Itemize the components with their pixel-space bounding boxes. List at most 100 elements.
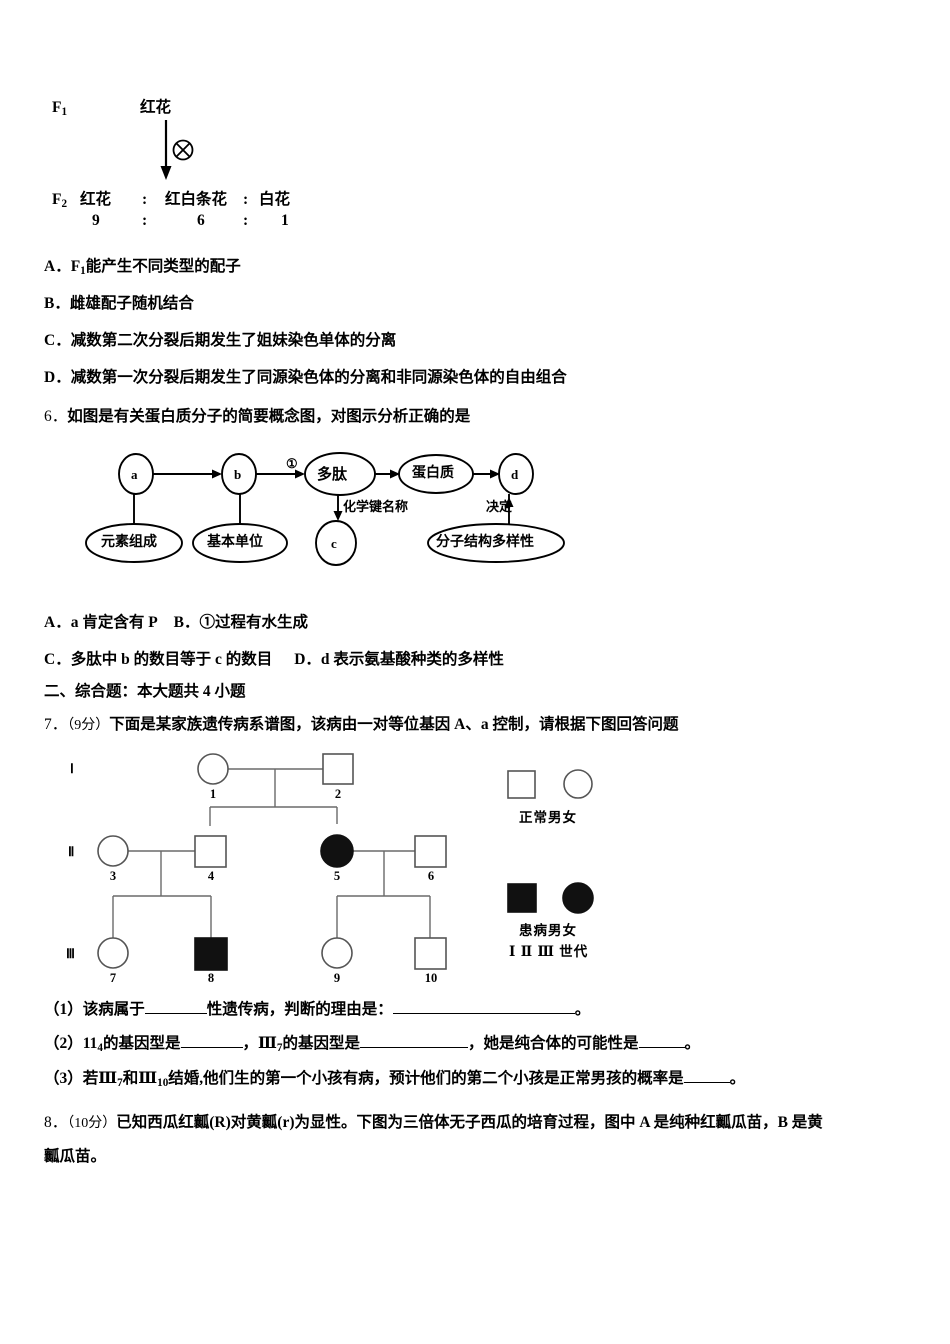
f2-ratio-red: 9: [92, 212, 100, 229]
concept-edge-label-step1: ①: [286, 456, 298, 471]
q7-sub-2-text-3: 的基因型是: [282, 1035, 360, 1052]
f1-f2-cross-diagram: [160, 120, 194, 180]
q7-stem-text: 下面是某家族遗传病系谱图，该病由一对等位基因 A、a 控制，请根据下图回答问题: [109, 716, 679, 733]
q7-sub-2-blank-1[interactable]: [180, 1047, 243, 1048]
section-2-heading: 二、综合题：本大题共 4 小题: [44, 683, 246, 700]
concept-arrow-peptide-to-c: [333, 511, 343, 521]
q6-stem: 6．如图是有关蛋白质分子的简要概念图，对图示分析正确的是: [44, 404, 470, 426]
q5-option-c-letter: C．: [44, 332, 71, 349]
ped-individual-3-female-normal: [97, 835, 129, 867]
q7-sub-1-blank-2[interactable]: [392, 1013, 575, 1014]
q5-option-b-text: 雌雄配子随机结合: [69, 295, 194, 312]
legend-normal-caption: 正常男女: [519, 810, 577, 825]
ped-generation-label-1: Ⅰ: [70, 761, 74, 776]
q7-sub-2-label: （2）: [44, 1035, 83, 1052]
q6-option-c-text: 多肽中 b 的数目等于 c 的数目: [70, 651, 273, 668]
f2-separator-2: :: [243, 191, 249, 208]
ped-number-1: 1: [209, 787, 217, 801]
q7-sub-3[interactable]: （3）若Ⅲ7和Ⅲ10结婚,他们生的第一个小孩有病，预计他们的第二个小孩是正常男孩…: [44, 1069, 745, 1091]
self-cross-circle: [172, 139, 194, 161]
ped-number-8: 8: [207, 971, 215, 985]
q5-option-b-letter: B．: [44, 295, 70, 312]
q8-line-1-text: 已知西瓜红瓤(R)对黄瓤(r)为显性。下图为三倍体无子西瓜的培育过程，图中 A …: [116, 1114, 823, 1131]
concept-node-basic-unit-label: 基本单位: [207, 535, 263, 550]
q5-option-d-text: 减数第一次分裂后期发生了同源染色体的分离和非同源染色体的自由组合: [70, 369, 567, 386]
q7-sub-2[interactable]: （2）114的基因型是，Ⅲ7的基因型是，她是纯合体的可能性是。: [44, 1034, 700, 1056]
concept-node-d-label: d: [511, 467, 519, 482]
legend-affected-male-square: [507, 883, 537, 913]
q6-stem-text: 如图是有关蛋白质分子的简要概念图，对图示分析正确的是: [67, 408, 471, 425]
q7-sub-2-period: 。: [684, 1035, 701, 1052]
f2-separator-1: :: [142, 191, 148, 208]
f2-phenotype-striped: 红白条花: [165, 191, 228, 208]
q7-sub-3-blank[interactable]: [683, 1082, 730, 1083]
f2-ratio-striped: 6: [197, 212, 205, 229]
q7-sub-1-blank-1[interactable]: [144, 1013, 207, 1014]
q5-option-a[interactable]: A．F1能产生不同类型的配子: [44, 257, 241, 279]
q5-option-d-letter: D．: [44, 369, 71, 386]
q5-option-c[interactable]: C．减数第二次分裂后期发生了姐妹染色单体的分离: [44, 331, 396, 352]
q7-sub-2-blank-3[interactable]: [638, 1047, 685, 1048]
cross-arrow-head: [160, 166, 172, 180]
q7-sub-1-text-1: 该病属于: [82, 1001, 145, 1018]
q7-sub-2-text-1: 的基因型是: [103, 1035, 181, 1052]
ped-individual-2-male-normal: [322, 753, 354, 785]
f2-phenotype-white: 白花: [259, 191, 291, 208]
concept-node-b-label: b: [234, 467, 242, 482]
q6-option-a-text: a 肯定含有 P: [70, 614, 158, 631]
q6-option-b-letter: B．: [173, 614, 200, 631]
concept-edge-label-determine: 决定: [486, 499, 513, 514]
q8-points: （10分）: [67, 1116, 117, 1131]
q7-sub-1-label: （1）: [44, 1001, 83, 1018]
q5-option-b[interactable]: B．雌雄配子随机结合: [44, 294, 194, 315]
q7-sub-1[interactable]: （1）该病属于性遗传病，判断的理由是：。: [44, 1000, 590, 1021]
q5-option-a-letter: A．: [44, 258, 71, 275]
q7-sub-3-label: （3）: [44, 1070, 83, 1087]
q7-sub-3-period: 。: [729, 1070, 746, 1087]
q8-stem-line-2: 瓤瓜苗。: [44, 1148, 107, 1165]
ped-individual-8-male-affected: [194, 937, 228, 971]
q6-number: 6．: [44, 408, 68, 425]
ped-number-6: 6: [427, 869, 435, 883]
concept-node-diversity-label: 分子结构多样性: [436, 535, 534, 550]
q7-sub-3-sub-1: 7: [117, 1077, 123, 1090]
ped-generation-label-2: Ⅱ: [68, 844, 75, 859]
q7-sub-3-sub-2: 10: [157, 1077, 169, 1090]
q6-option-b-text: ①过程有水生成: [199, 614, 309, 631]
q5-option-a-text: 能产生不同类型的配子: [85, 258, 241, 275]
concept-arrow-protein-to-d: [490, 469, 500, 479]
f1-subscript: 1: [61, 106, 68, 119]
f2-generation-label: F2: [52, 190, 67, 212]
legend-generation-caption: Ⅰ Ⅱ Ⅲ 世代: [509, 944, 589, 959]
f1-letter: F: [52, 99, 62, 116]
ped-individual-7-female-normal: [97, 937, 129, 969]
q7-sub-2-id: 11: [82, 1035, 98, 1052]
f2-phenotype-red: 红花: [80, 191, 112, 208]
q7-points: （9分）: [67, 718, 110, 733]
concept-arrow-a-to-b: [212, 469, 222, 479]
concept-arrow-peptide-to-protein: [390, 469, 400, 479]
legend-affected-caption: 患病男女: [519, 923, 577, 938]
ped-individual-6-male-normal: [414, 835, 447, 868]
concept-node-c-label: c: [331, 536, 337, 551]
q5-option-d[interactable]: D．减数第一次分裂后期发生了同源染色体的分离和非同源染色体的自由组合: [44, 368, 567, 389]
ped-individual-1-female-normal: [197, 753, 229, 785]
q5-option-a-f: F: [70, 258, 81, 275]
q7-stem: 7．（9分）下面是某家族遗传病系谱图，该病由一对等位基因 A、a 控制，请根据下…: [44, 712, 678, 734]
ped-generation-label-3: Ⅲ: [66, 946, 75, 961]
q8-number: 8．: [44, 1114, 68, 1131]
ped-individual-9-female-normal: [321, 937, 353, 969]
q7-sub-1-text-2: 性遗传病，判断的理由是：: [206, 1001, 393, 1018]
ped-number-7: 7: [109, 971, 117, 985]
ped-individual-5-female-affected: [320, 834, 354, 868]
q7-number: 7．: [44, 716, 68, 733]
concept-node-protein-label: 蛋白质: [412, 466, 454, 481]
legend-normal-male-square: [507, 770, 536, 799]
q5-option-a-sub: 1: [80, 265, 86, 278]
q7-sub-3-text-1: 若Ⅲ: [82, 1070, 118, 1087]
concept-edge-label-bond-name: 化学键名称: [343, 499, 409, 514]
q7-sub-2-blank-2[interactable]: [360, 1047, 468, 1048]
q7-sub-2-id-sub: 4: [97, 1042, 103, 1055]
